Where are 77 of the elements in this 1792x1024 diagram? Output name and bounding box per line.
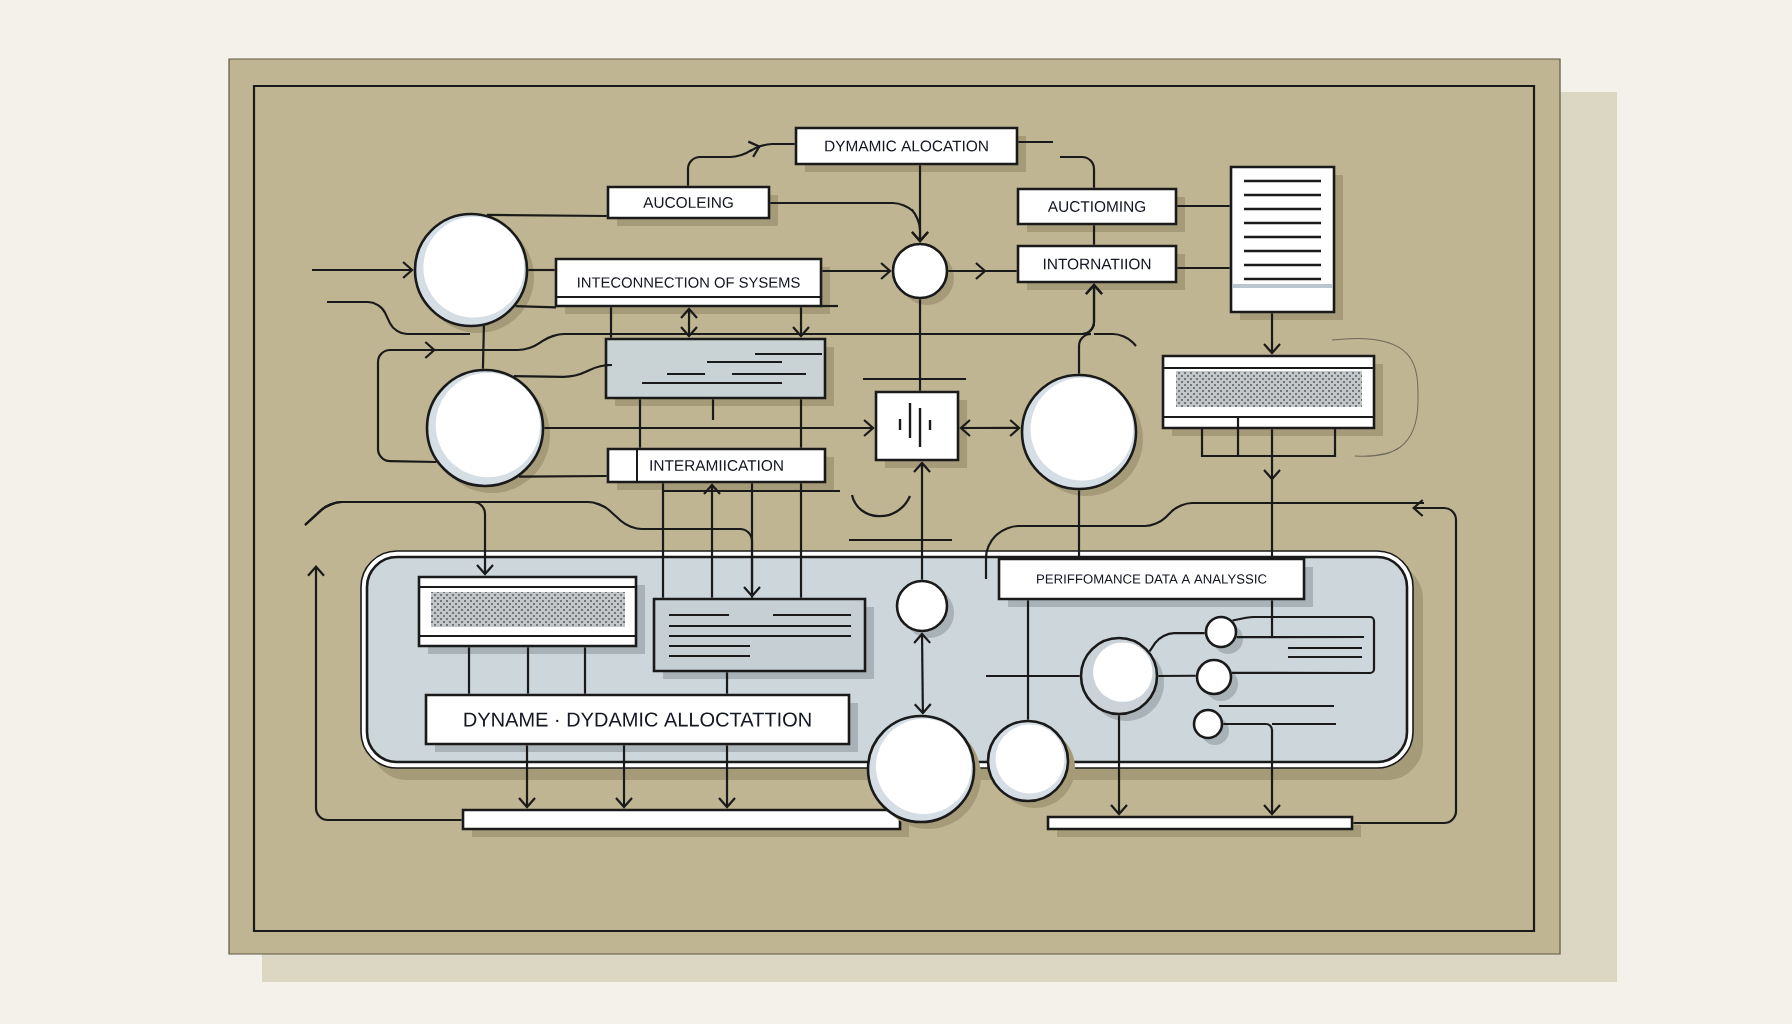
- arrow: [959, 419, 1021, 437]
- connector-line: [515, 304, 557, 309]
- arrow: [822, 262, 892, 280]
- circle-node: [1195, 658, 1238, 701]
- connector-line: [711, 399, 715, 420]
- label-box: AUCOLEING: [606, 185, 778, 226]
- connector-line: [1236, 635, 1364, 639]
- arrow: [680, 307, 698, 338]
- circle-node: [986, 719, 1075, 808]
- signal-box: [874, 390, 967, 468]
- arrow: [703, 483, 721, 598]
- arrow: [792, 307, 810, 338]
- connector-line: [519, 474, 607, 478]
- arrow: [1263, 313, 1281, 355]
- label-box: AUCTIOMING: [1016, 187, 1185, 232]
- connector-line: [304, 500, 754, 598]
- connector-line: [638, 399, 642, 448]
- arrow: [1110, 715, 1128, 816]
- connector-line: [1270, 600, 1274, 637]
- label-box: PERIFFOMANCE DATA A ANALYSSIC: [997, 557, 1313, 607]
- connector-line: [609, 307, 613, 338]
- circle-node: [1204, 615, 1243, 654]
- connector-line: [918, 299, 922, 391]
- circle-node: [1192, 708, 1229, 745]
- connector-line: [1231, 615, 1376, 675]
- arrow: [518, 745, 536, 809]
- arrow: [913, 461, 931, 580]
- arrow: [913, 632, 932, 715]
- label-box: INTORNATIION: [1016, 244, 1185, 290]
- circle-node: [895, 579, 954, 638]
- connector-line: [1158, 674, 1196, 678]
- arrow: [544, 419, 875, 437]
- connector-line: [661, 483, 665, 598]
- arrow: [718, 745, 736, 809]
- label-box: DYMAMIC ALOCATION: [794, 126, 1026, 172]
- circle-node: [413, 212, 534, 333]
- connector-line: [583, 647, 587, 694]
- circle-node: [1020, 373, 1143, 496]
- connector-line: [986, 674, 1080, 678]
- arrow: [1353, 499, 1458, 825]
- label-box: INTERAMIICATION: [606, 447, 834, 490]
- arrow: [743, 483, 761, 598]
- arrow: [307, 565, 462, 822]
- connector-line: [1026, 600, 1030, 720]
- connector-line: [1177, 204, 1230, 208]
- connector-line: [1177, 266, 1230, 270]
- circle-node: [891, 242, 954, 305]
- circle-node: [425, 368, 550, 493]
- connector-line: [467, 647, 471, 694]
- arrow: [312, 261, 414, 279]
- lined-box: [652, 597, 874, 679]
- arrow: [1077, 283, 1103, 374]
- screen-box: [1162, 416, 1375, 458]
- connector-line: [486, 213, 607, 218]
- circle-node: [1079, 636, 1164, 721]
- connector-line: [528, 268, 555, 272]
- connector-line: [481, 325, 485, 369]
- connector-line: [526, 647, 530, 694]
- connector-line: [1018, 140, 1053, 144]
- arrow: [1223, 722, 1281, 816]
- bar: [461, 808, 909, 837]
- arrow: [615, 745, 633, 809]
- connector-line: [513, 363, 614, 378]
- bar: [1046, 815, 1361, 837]
- document: [1229, 165, 1343, 320]
- label-box: DYNAME · DYDAMIC ALLOCTATTION: [424, 693, 858, 752]
- connector-line: [1148, 631, 1205, 652]
- lined-box: [604, 337, 834, 406]
- circle-node: [866, 714, 981, 829]
- connector-line: [1092, 225, 1096, 245]
- connector-line: [1077, 490, 1081, 558]
- label-box: INTECONNECTION OF SYSEMS: [554, 257, 830, 314]
- connector-line: [799, 399, 803, 448]
- connector-line: [1060, 155, 1096, 188]
- connector-line: [799, 483, 803, 598]
- connector-line: [725, 672, 729, 694]
- arrow: [770, 201, 929, 243]
